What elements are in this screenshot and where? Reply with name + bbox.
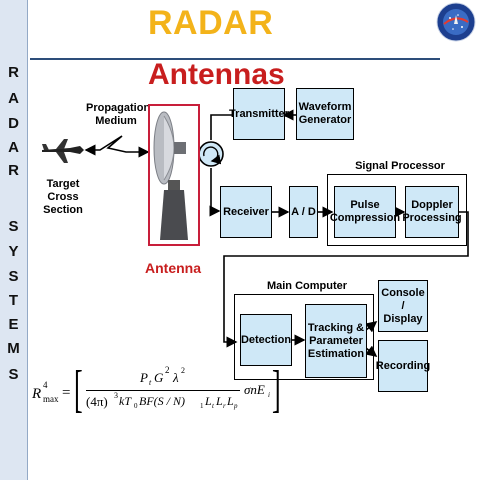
radar-range-equation: R 4 max = [ P t G 2 λ 2 (4π) 3 kT 0 BF(S…	[30, 361, 281, 424]
doppler-processing-box: Doppler Processing	[402, 186, 462, 238]
sidebar-letter: M	[7, 340, 20, 357]
equation-numerator-p: P	[140, 370, 148, 385]
sidebar-letter: D	[8, 115, 19, 132]
sidebar-letter: A	[8, 90, 19, 107]
equation-numerator-sub: t	[149, 378, 152, 387]
equation-tail-sub: i	[268, 391, 270, 399]
sidebar-letter: S	[8, 268, 19, 285]
equation-numerator-g: G	[154, 370, 164, 385]
equation-denominator-sub0: 0	[134, 402, 138, 410]
transmitter-box: Transmitter	[229, 88, 289, 140]
sidebar-letter: S	[8, 218, 19, 235]
page-title: RADAR	[148, 4, 274, 42]
signal-processor-group	[327, 174, 467, 246]
sidebar-letter: S	[8, 366, 19, 383]
page-subtitle: Antennas	[148, 58, 285, 86]
sidebar-letter: A	[8, 139, 19, 156]
equation-lambda-sup: 2	[181, 366, 185, 375]
sidebar-letter: T	[8, 292, 19, 309]
equation-denominator-sub-p: p	[234, 402, 238, 410]
aircraft-target-icon	[42, 139, 84, 163]
equation-bracket-right: ]	[272, 361, 281, 418]
equation-denominator-lr: L	[216, 394, 223, 408]
equation-lhs-sub: max	[43, 394, 59, 404]
main-computer-group	[234, 294, 374, 380]
ad-converter-box: A / D	[289, 186, 318, 238]
sidebar-letter: R	[8, 64, 19, 81]
title-divider	[30, 58, 440, 60]
logo-seal-icon	[436, 2, 476, 42]
recording-box: Recording	[376, 340, 430, 392]
equation-denominator-sub-r: r	[223, 402, 226, 410]
equation-denominator-lp: L	[227, 394, 234, 408]
console-display-box: Console / Display	[378, 280, 428, 332]
signal-processor-label: Signal Processor	[355, 160, 445, 172]
target-label: Target Cross Section	[43, 178, 83, 216]
equation-equals: =	[62, 385, 71, 401]
subtitle-container: Antennas	[148, 52, 318, 86]
propagation-medium-label: Propagation Medium	[86, 102, 151, 127]
equation-numerator-sup: 2	[165, 365, 170, 375]
pulse-compression-box: Pulse Compression	[330, 186, 400, 238]
equation-denominator-4pi: (4π)	[86, 394, 108, 409]
receiver-box: Receiver	[220, 186, 272, 238]
sidebar: R A D A R S Y S T E M S	[0, 0, 28, 480]
equation-bracket-left: [	[74, 361, 83, 418]
equation-denominator-sub1: 1	[200, 402, 204, 410]
equation-fraction-bar	[86, 390, 240, 391]
detection-box: Detection	[240, 314, 292, 366]
tracking-estimation-box: Tracking & Parameter Estimation	[305, 304, 367, 378]
equation-denominator-kt: kT	[119, 394, 131, 408]
equation-denominator-sup: 3	[114, 391, 118, 400]
equation-numerator-lambda: λ	[173, 370, 179, 385]
antenna-label: Antenna	[145, 260, 201, 276]
equation-lhs-sup: 4	[43, 380, 48, 390]
equation-denominator-sub-t: t	[212, 402, 214, 410]
antenna-dish-icon	[153, 111, 188, 240]
sidebar-letter: Y	[8, 243, 19, 260]
equation-denominator-lt: L	[205, 394, 212, 408]
equation-denominator-bf: BF(S / N)	[139, 394, 185, 408]
sidebar-letter: R	[8, 162, 19, 179]
main-computer-label: Main Computer	[266, 280, 348, 292]
circulator-icon	[198, 141, 224, 167]
equation-lhs: R	[32, 386, 42, 402]
sidebar-letter: E	[8, 316, 19, 333]
equation-tail: σnE	[244, 382, 265, 397]
waveform-generator-box: Waveform Generator	[296, 88, 354, 140]
antenna-frame	[148, 104, 200, 246]
